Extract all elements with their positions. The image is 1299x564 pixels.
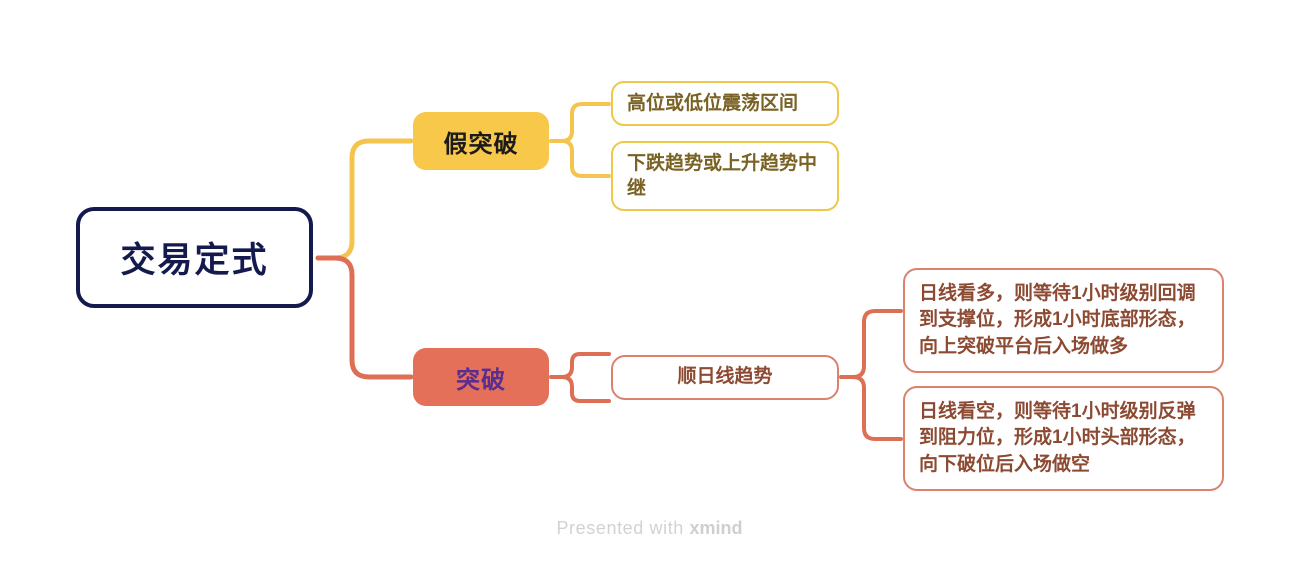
subnode-range-zone[interactable]: 高位或低位震荡区间 <box>611 81 839 126</box>
subnode-trend-continuation-label: 下跌趋势或上升趋势中继 <box>627 152 818 199</box>
watermark: Presented with xmind <box>0 518 1299 539</box>
connector-break-brace <box>549 352 611 403</box>
subnode-long-setup[interactable]: 日线看多，则等待1小时级别回调到支撑位，形成1小时底部形态，向上突破平台后入场做… <box>903 268 1224 373</box>
subnode-range-zone-label: 高位或低位震荡区间 <box>627 92 799 114</box>
watermark-prefix: Presented with <box>556 518 690 538</box>
root-node-label: 交易定式 <box>120 241 269 280</box>
connector-fake-brace <box>549 102 611 178</box>
subnode-short-setup[interactable]: 日线看空，则等待1小时级别反弹到阻力位，形成1小时头部形态，向下破位后入场做空 <box>903 386 1224 491</box>
subnode-short-setup-label: 日线看空，则等待1小时级别反弹到阻力位，形成1小时头部形态，向下破位后入场做空 <box>919 401 1196 475</box>
connector-trend-brace <box>839 309 903 441</box>
branch-node-breakout[interactable]: 突破 <box>413 348 549 406</box>
branch-node-fake-breakout-label: 假突破 <box>443 130 519 158</box>
subnode-follow-daily-trend[interactable]: 顺日线趋势 <box>611 355 839 400</box>
root-node[interactable]: 交易定式 <box>76 207 313 308</box>
connector-root-to-fake <box>315 138 414 261</box>
connector-root-to-break <box>315 255 414 380</box>
subnode-long-setup-label: 日线看多，则等待1小时级别回调到支撑位，形成1小时底部形态，向上突破平台后入场做… <box>919 283 1196 357</box>
subnode-trend-continuation[interactable]: 下跌趋势或上升趋势中继 <box>611 141 839 211</box>
branch-node-breakout-label: 突破 <box>456 366 506 394</box>
subnode-follow-daily-trend-label: 顺日线趋势 <box>677 366 773 388</box>
watermark-brand: xmind <box>689 518 743 538</box>
branch-node-fake-breakout[interactable]: 假突破 <box>413 112 549 170</box>
